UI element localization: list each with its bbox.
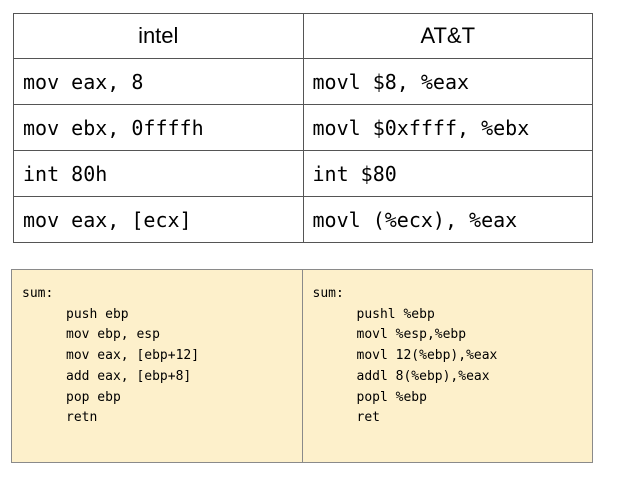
code-line: mov ebp, esp — [66, 327, 160, 343]
table-header-row: intel AT&T — [13, 13, 593, 59]
intel-instruction: mov eax, [ecx] — [13, 196, 304, 243]
table-row: int 80h int $80 — [13, 150, 593, 197]
header-att: AT&T — [302, 13, 593, 59]
table-row: mov ebx, 0ffffh movl $0xffff, %ebx — [13, 104, 593, 151]
code-line: mov eax, [ebp+12] — [66, 348, 200, 364]
att-instruction: movl (%ecx), %eax — [302, 196, 593, 243]
code-label: sum: — [312, 286, 344, 301]
intel-instruction: int 80h — [13, 150, 304, 197]
code-line: push ebp — [66, 306, 129, 322]
att-instruction: movl $8, %eax — [302, 58, 593, 105]
table-row: mov eax, 8 movl $8, %eax — [13, 58, 593, 105]
code-line: movl 12(%ebp),%eax — [356, 348, 498, 364]
intel-instruction: mov eax, 8 — [13, 58, 304, 105]
att-code-block: sum: pushl %ebp movl %esp,%ebp movl 12(%… — [303, 270, 593, 462]
header-intel: intel — [13, 13, 304, 59]
att-instruction: movl $0xffff, %ebx — [302, 104, 593, 151]
code-line: popl %ebp — [356, 389, 427, 405]
table-row: mov eax, [ecx] movl (%ecx), %eax — [13, 196, 593, 243]
code-line: addl 8(%ebp),%eax — [356, 368, 490, 384]
code-line: pushl %ebp — [356, 306, 435, 322]
code-label: sum: — [22, 286, 54, 301]
code-line: retn — [66, 410, 98, 426]
intel-instruction: mov ebx, 0ffffh — [13, 104, 304, 151]
code-line: pop ebp — [66, 389, 121, 405]
intel-code-block: sum: push ebp mov ebp, esp mov eax, [ebp… — [12, 270, 303, 462]
syntax-comparison-table: intel AT&T mov eax, 8 movl $8, %eax mov … — [13, 13, 593, 243]
code-line: add eax, [ebp+8] — [66, 368, 192, 384]
code-line: movl %esp,%ebp — [356, 327, 467, 343]
att-instruction: int $80 — [302, 150, 593, 197]
code-line: ret — [356, 410, 380, 426]
code-example-panel: sum: push ebp mov ebp, esp mov eax, [ebp… — [11, 269, 593, 463]
